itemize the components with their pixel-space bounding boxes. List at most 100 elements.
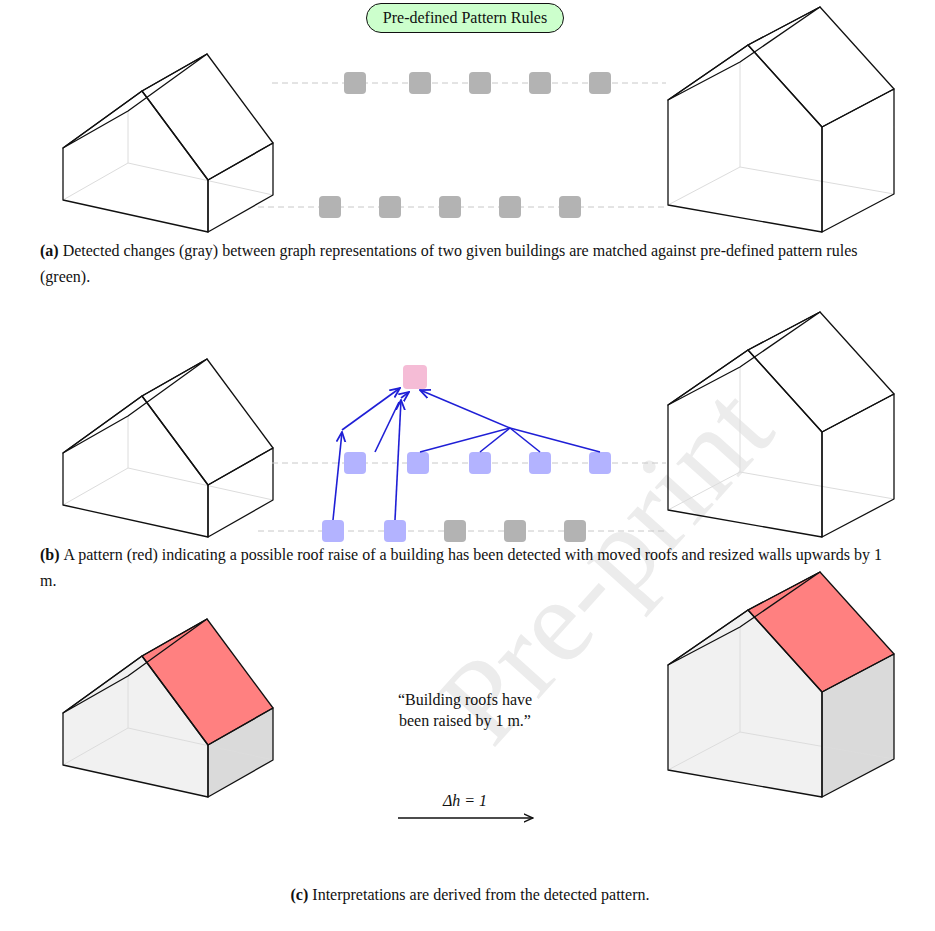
building-edge: [142, 54, 273, 180]
caption-text: A pattern (red) indicating a possible ro…: [40, 546, 882, 589]
building-edge: [748, 572, 894, 692]
building-edge: [63, 91, 208, 232]
building-edge: [142, 619, 273, 745]
building-edge: [668, 7, 820, 100]
subfigure-letter: (c): [291, 886, 309, 903]
blue-arrow: [395, 400, 401, 520]
building-edge: [208, 448, 273, 537]
hidden-edge: [128, 163, 273, 195]
building-edge: [63, 54, 207, 148]
change-square: [407, 452, 429, 474]
building-edge: [208, 708, 273, 797]
building: [668, 312, 894, 537]
subfigure-caption: (c) Interpretations are derived from the…: [40, 882, 900, 908]
hidden-edge: [128, 468, 273, 500]
change-square: [504, 520, 526, 542]
pattern-square: [403, 365, 427, 389]
hidden-edge: [128, 676, 129, 728]
building-edge: [748, 7, 894, 127]
change-square: [444, 520, 466, 542]
change-square: [344, 452, 366, 474]
building-edge: [208, 143, 273, 232]
hidden-edge: [128, 728, 273, 760]
height-change: Δh = 1: [400, 791, 530, 812]
change-square: [469, 452, 491, 474]
change-square: [559, 196, 581, 218]
subfigure-letter: (a): [40, 242, 59, 259]
change-rows: [258, 72, 668, 542]
building-edge: [748, 312, 894, 432]
change-square: [589, 452, 611, 474]
hidden-edge: [128, 416, 129, 468]
change-square: [384, 520, 406, 542]
raised-roof: [748, 572, 894, 692]
blue-arrow: [401, 392, 409, 398]
building: [63, 54, 273, 232]
change-square: [469, 72, 491, 94]
hidden-edge: [63, 728, 128, 765]
box-label: Pre-defined Pattern Rules: [383, 9, 547, 27]
interpretation-text: “Building roofs have been raised by 1 m.…: [390, 690, 540, 732]
hidden-edge: [668, 732, 740, 770]
change-square: [529, 72, 551, 94]
blue-arrow: [420, 390, 510, 428]
building-edge: [63, 396, 208, 537]
subfigure-letter: (b): [40, 546, 60, 563]
building-edge: [668, 312, 820, 405]
buildings: [63, 7, 894, 797]
building-edge: [142, 359, 273, 485]
blue-arrow: [333, 432, 342, 520]
interpretation-text: “Building roofs have been raised by 1 m.…: [398, 691, 532, 729]
change-arrow: [398, 817, 533, 818]
change-square: [379, 196, 401, 218]
pattern-arrows: [333, 388, 600, 520]
caption-text: Interpretations are derived from the det…: [312, 886, 649, 903]
building-edge: [63, 656, 208, 797]
hidden-edge: [668, 472, 740, 510]
hidden-edge: [63, 468, 128, 505]
building-edge: [668, 45, 822, 232]
building-edge: [822, 89, 894, 232]
blue-line: [420, 428, 510, 452]
blue-arrow: [342, 388, 400, 430]
change-square: [499, 196, 521, 218]
subfigure-caption: (a) Detected changes (gray) between grap…: [40, 238, 900, 289]
building: [668, 572, 894, 797]
blue-line: [480, 428, 510, 452]
building-edge: [668, 610, 822, 797]
hidden-edge: [740, 627, 741, 732]
change-square: [322, 520, 344, 542]
change-square: [564, 520, 586, 542]
building: [668, 7, 894, 232]
subfigure-caption: (b) A pattern (red) indicating a possibl…: [40, 542, 900, 593]
building: [63, 619, 273, 797]
building-edge: [63, 619, 207, 713]
hidden-edge: [740, 62, 741, 167]
hidden-edge: [740, 472, 894, 499]
building-edge: [668, 572, 820, 665]
building: [63, 359, 273, 537]
hidden-edge: [740, 367, 741, 472]
hidden-edge: [740, 732, 894, 759]
change-square: [319, 196, 341, 218]
building-edge: [822, 394, 894, 537]
building-edge: [63, 359, 207, 453]
blue-line: [375, 402, 399, 452]
change-square: [344, 72, 366, 94]
hidden-edge: [740, 167, 894, 194]
change-square: [439, 196, 461, 218]
change-square: [409, 72, 431, 94]
building-edge: [822, 654, 894, 797]
building-edge: [668, 350, 822, 537]
hidden-edge: [63, 163, 128, 200]
hidden-edge: [128, 111, 129, 163]
change-square: [589, 72, 611, 94]
raised-roof: [142, 619, 273, 745]
pattern-rules-box: Pre-defined Pattern Rules: [366, 3, 564, 33]
caption-text: Detected changes (gray) between graph re…: [40, 242, 857, 285]
height-change: Δh = 1: [443, 792, 487, 809]
blue-line: [510, 428, 600, 452]
hidden-edge: [668, 167, 740, 205]
change-square: [529, 452, 551, 474]
